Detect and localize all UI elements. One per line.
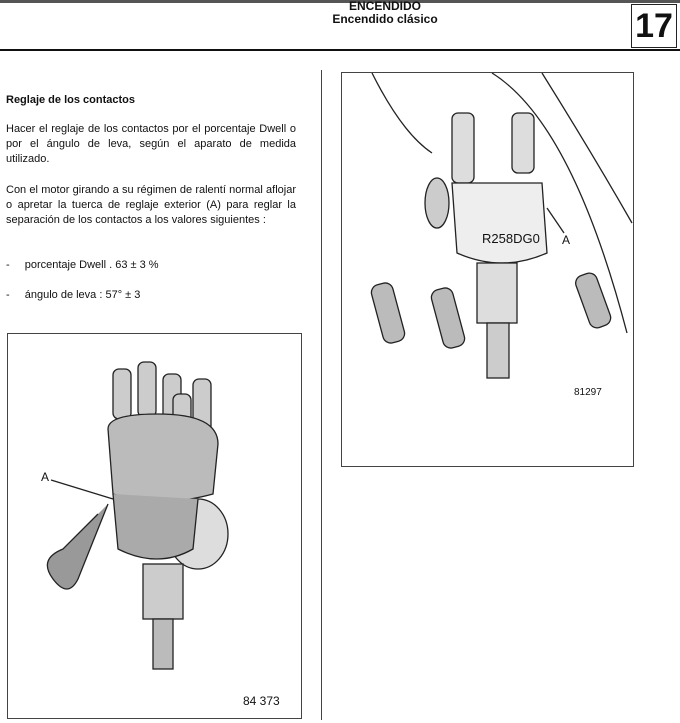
paragraph: Con el motor girando a su régimen de ral… xyxy=(6,184,296,226)
value-item: - ángulo de leva : 57° ± 3 xyxy=(6,288,296,303)
figure-distributor-left: A 84 373 xyxy=(7,333,302,719)
top-border xyxy=(0,0,680,3)
cam-angle-value: ángulo de leva : 57° ± 3 xyxy=(24,289,141,301)
figure-reference: 81297 xyxy=(574,387,602,398)
callout-a: A xyxy=(562,233,571,247)
dwell-value: porcentaje Dwell . 63 ± 3 % xyxy=(24,259,159,271)
chapter-number: 17 xyxy=(631,4,677,48)
subsection-title: Encendido clásico xyxy=(332,12,438,26)
bullet: - xyxy=(6,259,10,271)
value-item: - porcentaje Dwell . 63 ± 3 % xyxy=(6,258,296,273)
figure-reference: 84 373 xyxy=(243,694,280,708)
section-heading: Reglaje de los contactos xyxy=(6,94,135,106)
header-divider xyxy=(0,49,680,51)
section-title: ENCENDIDO xyxy=(348,0,421,13)
paragraph: Hacer el reglaje de los contactos por el… xyxy=(6,123,296,165)
column-divider xyxy=(321,70,322,720)
bullet: - xyxy=(6,289,10,301)
figure-distributor-right: R258DG0 A 81297 xyxy=(341,72,634,467)
distributor-illustration xyxy=(46,361,229,670)
part-marking: R258DG0 xyxy=(482,231,540,246)
callout-a: A xyxy=(41,470,50,484)
distributor-illustration xyxy=(370,72,633,379)
